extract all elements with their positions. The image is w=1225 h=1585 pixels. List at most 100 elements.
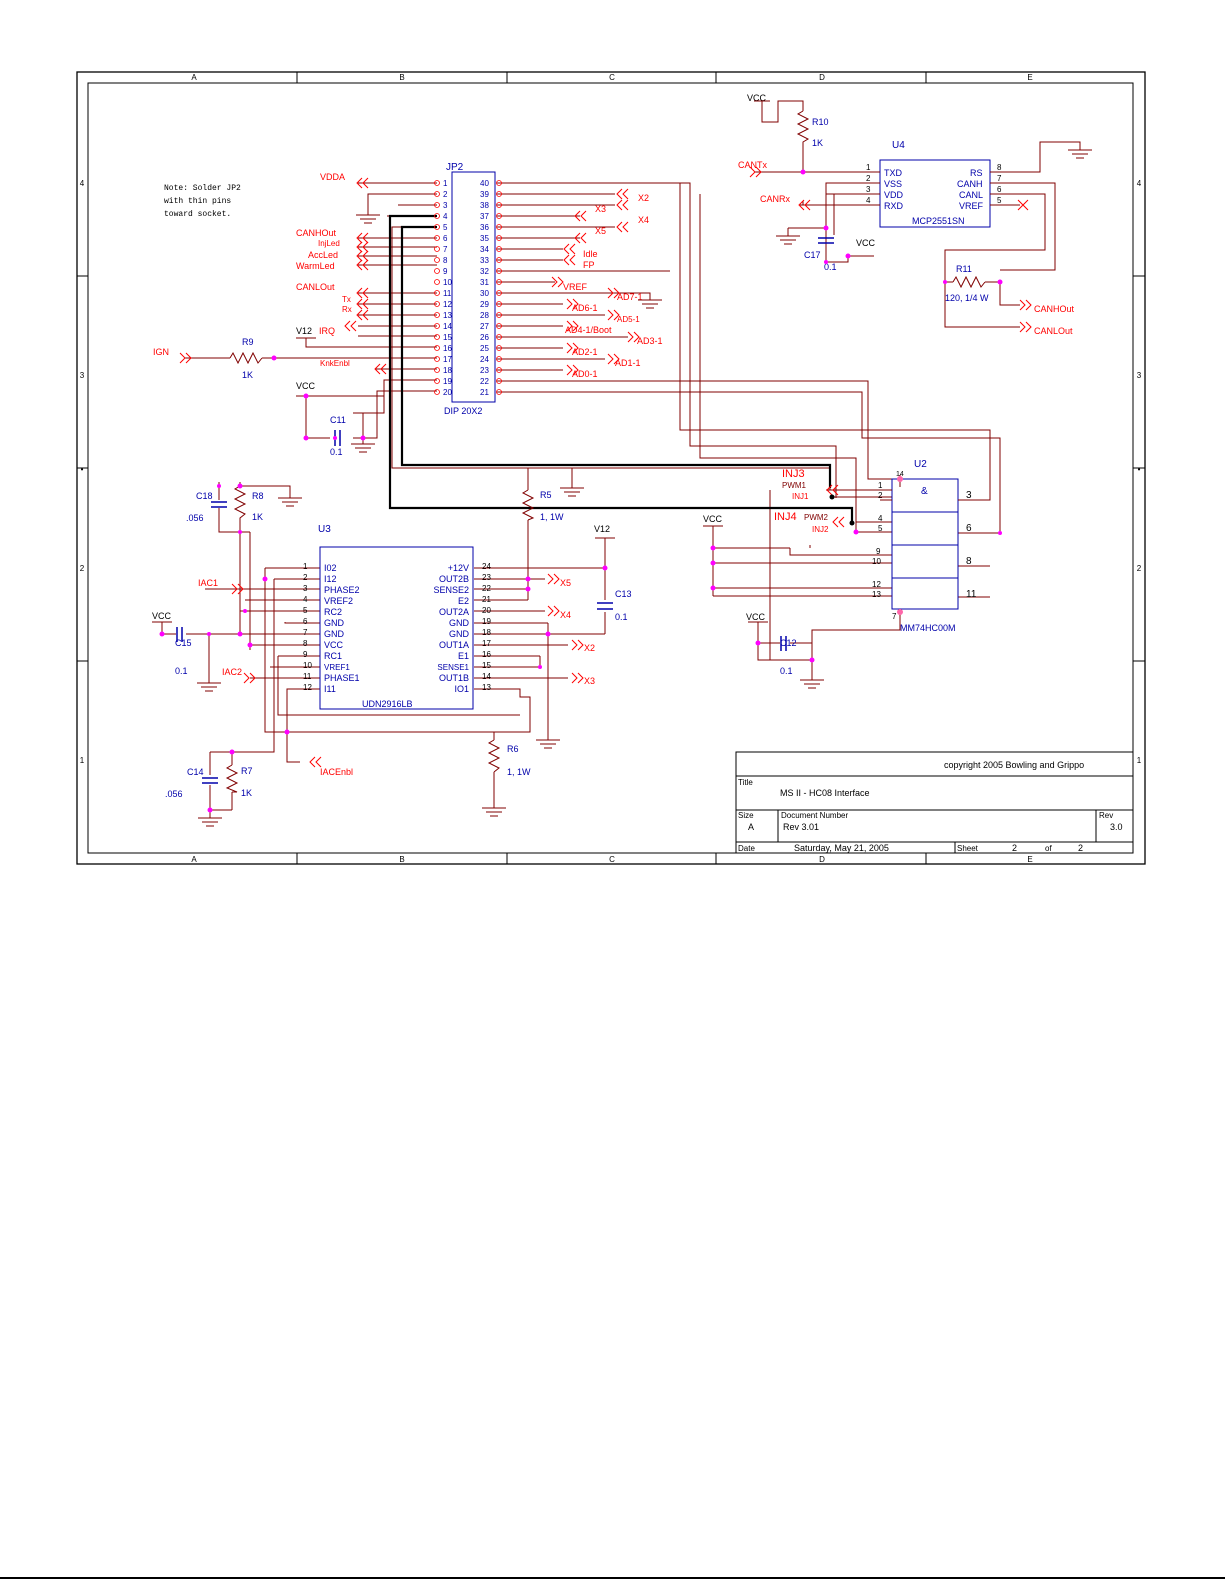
docnum-label: Document Number <box>781 811 848 820</box>
u4-pin-num: 5 <box>997 196 1002 205</box>
net-x2: X2 <box>638 193 649 203</box>
r9-body <box>229 351 263 365</box>
u4-pin-num: 3 <box>866 185 871 194</box>
net-ad3: AD3-1 <box>637 336 663 346</box>
u4-transceiver: U4 MCP2551SN TXD VSS VDD RXD RS CANH CAN… <box>866 140 1002 228</box>
row-label: 3 <box>1137 371 1142 380</box>
u4-pin-name: CANL <box>959 190 983 200</box>
c12-ref: C12 <box>780 638 797 648</box>
net-ign: IGN <box>153 347 169 357</box>
jp2-left-pin-circle <box>434 279 440 285</box>
net-canhout-2: CANHOut <box>1034 304 1075 314</box>
jp2-right-pin-circle <box>496 224 502 230</box>
net-iac1: IAC1 <box>198 578 218 588</box>
net-pwm1: PWM1 <box>782 481 807 490</box>
jp2-right-pin-number: 40 <box>480 179 489 188</box>
jp2-right-pin-circle <box>496 246 502 252</box>
jp2-left-pin-number: 17 <box>443 355 452 364</box>
net-inj4: INJ4 <box>774 511 797 523</box>
jp2-left-pin-number: 2 <box>443 190 448 199</box>
jp2-right-pin-number: 29 <box>480 300 489 309</box>
vcc-c17: VCC <box>856 238 876 248</box>
jp2-left-pin-circle <box>434 323 440 329</box>
jp2-left-pin-circle <box>434 345 440 351</box>
net-iacenbl: IACEnbl <box>320 767 353 777</box>
jp2-left-pin-number: 7 <box>443 245 448 254</box>
jp2-right-pin-number: 39 <box>480 190 489 199</box>
col-label: D <box>819 73 825 82</box>
jp2-left-pin-circle <box>434 389 440 395</box>
c13-symbol <box>597 602 613 610</box>
r9-ref: R9 <box>242 337 254 347</box>
net-v12: V12 <box>296 326 312 336</box>
r11-value: 120, 1/4 W <box>945 293 989 303</box>
u3-left-pin-number: 3 <box>303 584 308 593</box>
u2-pin: 14 <box>896 471 904 478</box>
c17-ref: C17 <box>804 250 821 260</box>
col-label: E <box>1027 73 1032 82</box>
u3-left-pin-number: 7 <box>303 628 308 637</box>
jp2-connector: JP2 DIP 20X2 123456789101112131415161718… <box>443 162 496 416</box>
jp2-right-pin-number: 28 <box>480 311 489 320</box>
net-u3-x5: X5 <box>560 578 571 588</box>
date-label: Date <box>738 844 755 853</box>
port-arrows <box>179 166 1032 768</box>
u3-right-pin-number: 18 <box>482 628 491 637</box>
drawing-frame <box>76 71 1146 865</box>
c14-symbol <box>202 777 218 784</box>
u3-left-pin-number: 8 <box>303 639 308 648</box>
net-ad7: AD7-1 <box>617 292 643 302</box>
r6-body <box>487 739 501 773</box>
size-label: Size <box>738 811 754 820</box>
jp2-right-pin-number: 22 <box>480 377 489 386</box>
jp2-left-pin-circle <box>434 235 440 241</box>
u4-pin-name: TXD <box>884 168 903 178</box>
u4-pin-name: VSS <box>884 179 902 189</box>
u3-left-pin-name: RC1 <box>324 651 342 661</box>
u3-left-pin-number: 1 <box>303 562 308 571</box>
r6-value: 1, 1W <box>507 767 531 777</box>
jp2-right-pin-number: 31 <box>480 278 489 287</box>
c13-value: 0.1 <box>615 612 628 622</box>
frame-row-labels: 4 3 • 2 1 4 3 • 2 1 <box>80 179 1142 765</box>
net-fp: FP <box>583 260 595 270</box>
vcc-c11: VCC <box>296 381 316 391</box>
u4-pin-num: 6 <box>997 185 1002 194</box>
col-label: D <box>819 855 825 864</box>
v12-c13: V12 <box>594 524 610 534</box>
jp2-left-pin-circle <box>434 301 440 307</box>
col-label: A <box>191 855 197 864</box>
vcc-c15: VCC <box>152 611 172 621</box>
jp2-left-pin-number: 4 <box>443 212 448 221</box>
jp2-left-pin-circle <box>434 290 440 296</box>
c14-ref: C14 <box>187 767 204 777</box>
u3-left-pin-name: RC2 <box>324 607 342 617</box>
r5-value: 1, 1W <box>540 512 564 522</box>
u3-left-pin-name: I02 <box>324 563 337 573</box>
net-vdda: VDDA <box>320 172 345 182</box>
r10-ref: R10 <box>812 117 829 127</box>
jp2-right-pin-circle <box>496 356 502 362</box>
net-inj3: INJ3 <box>782 468 805 480</box>
r5-body <box>521 489 535 521</box>
u3-right-pin-name: OUT2A <box>439 607 469 617</box>
c15-symbol <box>176 627 183 642</box>
r8-ref: R8 <box>252 491 264 501</box>
jp2-right-pin-circle <box>496 268 502 274</box>
net-vref: VREF <box>563 282 588 292</box>
jp2-right-pin-number: 34 <box>480 245 489 254</box>
u3-value: UDN2916LB <box>362 699 413 709</box>
u3-right-pin-name: +12V <box>448 563 469 573</box>
u3-left-pin-number: 9 <box>303 650 308 659</box>
r7-ref: R7 <box>241 766 253 776</box>
u3-left-pin-number: 5 <box>303 606 308 615</box>
net-rx: Rx <box>342 305 352 314</box>
r8-body <box>233 485 247 532</box>
u3-right-pin-name: IO1 <box>454 684 469 694</box>
jp2-left-pin-circle <box>434 312 440 318</box>
u3-left-pin-number: 6 <box>303 617 308 626</box>
u2-pin: 3 <box>966 490 972 501</box>
jp2-left-pin-number: 9 <box>443 267 448 276</box>
net-ad6: AD6-1 <box>572 303 598 313</box>
jp2-left-pin-number: 10 <box>443 278 452 287</box>
